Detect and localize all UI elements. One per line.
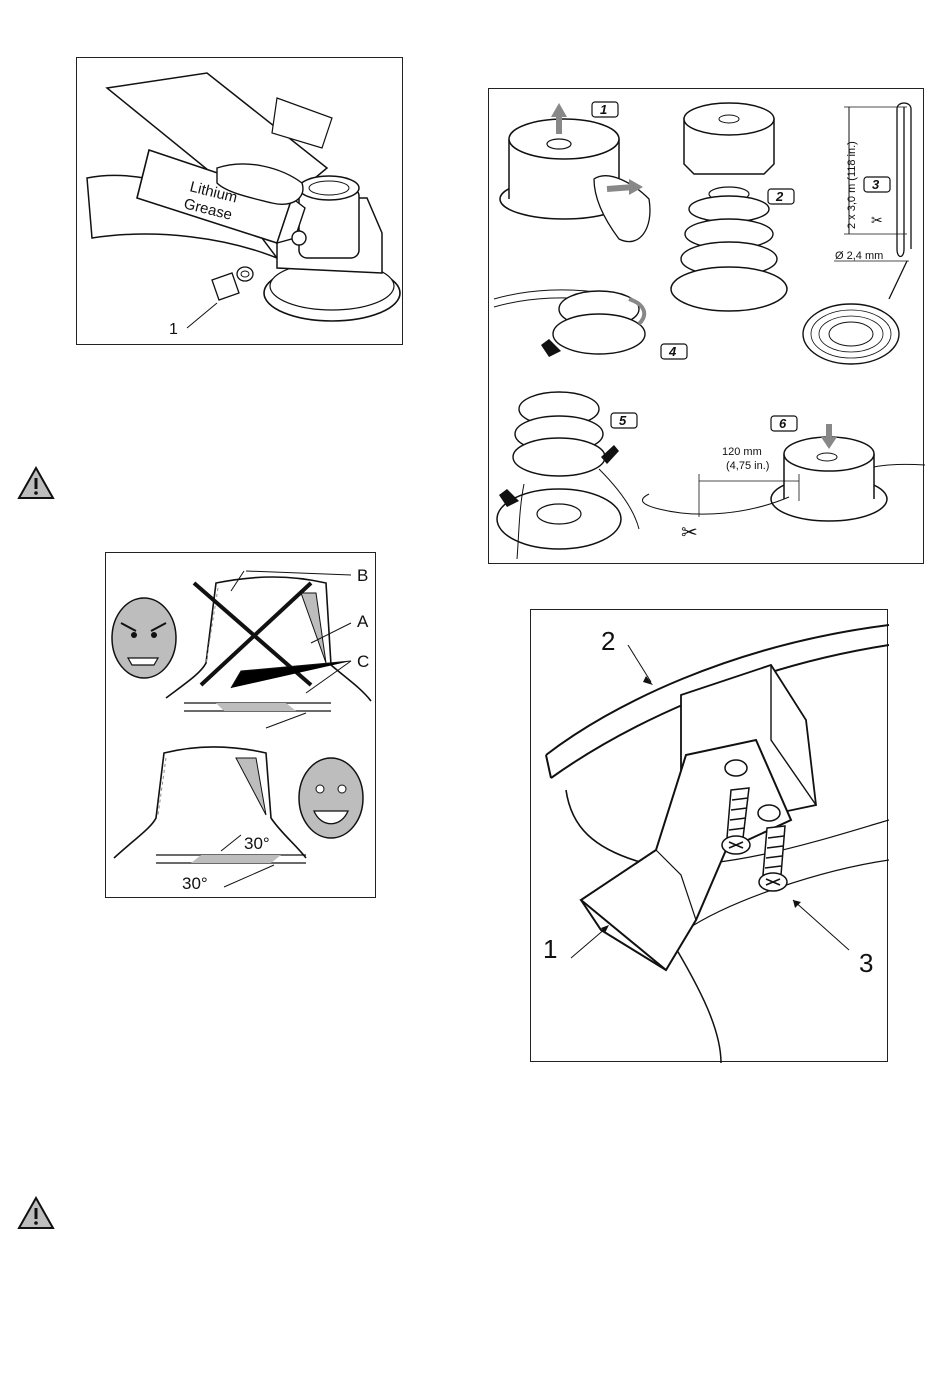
label-a: A [357,612,369,631]
angle-bottom-label: 30° [182,874,208,893]
trim-length-in: (4,75 in.) [726,460,769,472]
callout-2: 2 [601,626,615,656]
step-2-label: 2 [775,189,784,204]
line-length-label: 2 x 3,0 m (118 in.) [846,141,858,229]
angle-top-label: 30° [244,834,270,853]
figure-guard-mounting: 2 1 3 [530,609,888,1062]
guard-illustration: 2 1 3 [531,610,889,1063]
step-3-label: 3 [872,177,880,192]
figure-sharpening-angle: B A C 30° 30° [105,552,376,898]
step-6-label: 6 [779,416,787,431]
scissors-icon: ✂ [681,522,698,544]
sharpening-illustration: B A C 30° 30° [106,553,377,899]
step-4-label: 4 [668,344,677,359]
step-5-label: 5 [619,413,627,428]
figure-grease-gearhead: Lithium Grease 1 [76,57,403,345]
callout-3: 3 [859,948,873,978]
figure-spool-rethreading: 1 2 2 x 3,0 m (118 in.) 3 ✂ Ø 2,4 mm [488,88,924,564]
callout-1: 1 [543,934,557,964]
warning-triangle-icon [17,466,55,500]
scissors-icon: ✂ [871,212,883,228]
line-diameter-label: Ø 2,4 mm [835,250,883,262]
callout-1: 1 [169,321,178,338]
warning-triangle-icon [17,1196,55,1230]
label-b: B [357,566,368,585]
step-1-label: 1 [600,102,607,117]
trim-length-mm: 120 mm [722,446,762,458]
grease-illustration: Lithium Grease 1 [77,58,404,346]
spool-illustration: 1 2 2 x 3,0 m (118 in.) 3 ✂ Ø 2,4 mm [489,89,925,565]
label-c: C [357,652,369,671]
